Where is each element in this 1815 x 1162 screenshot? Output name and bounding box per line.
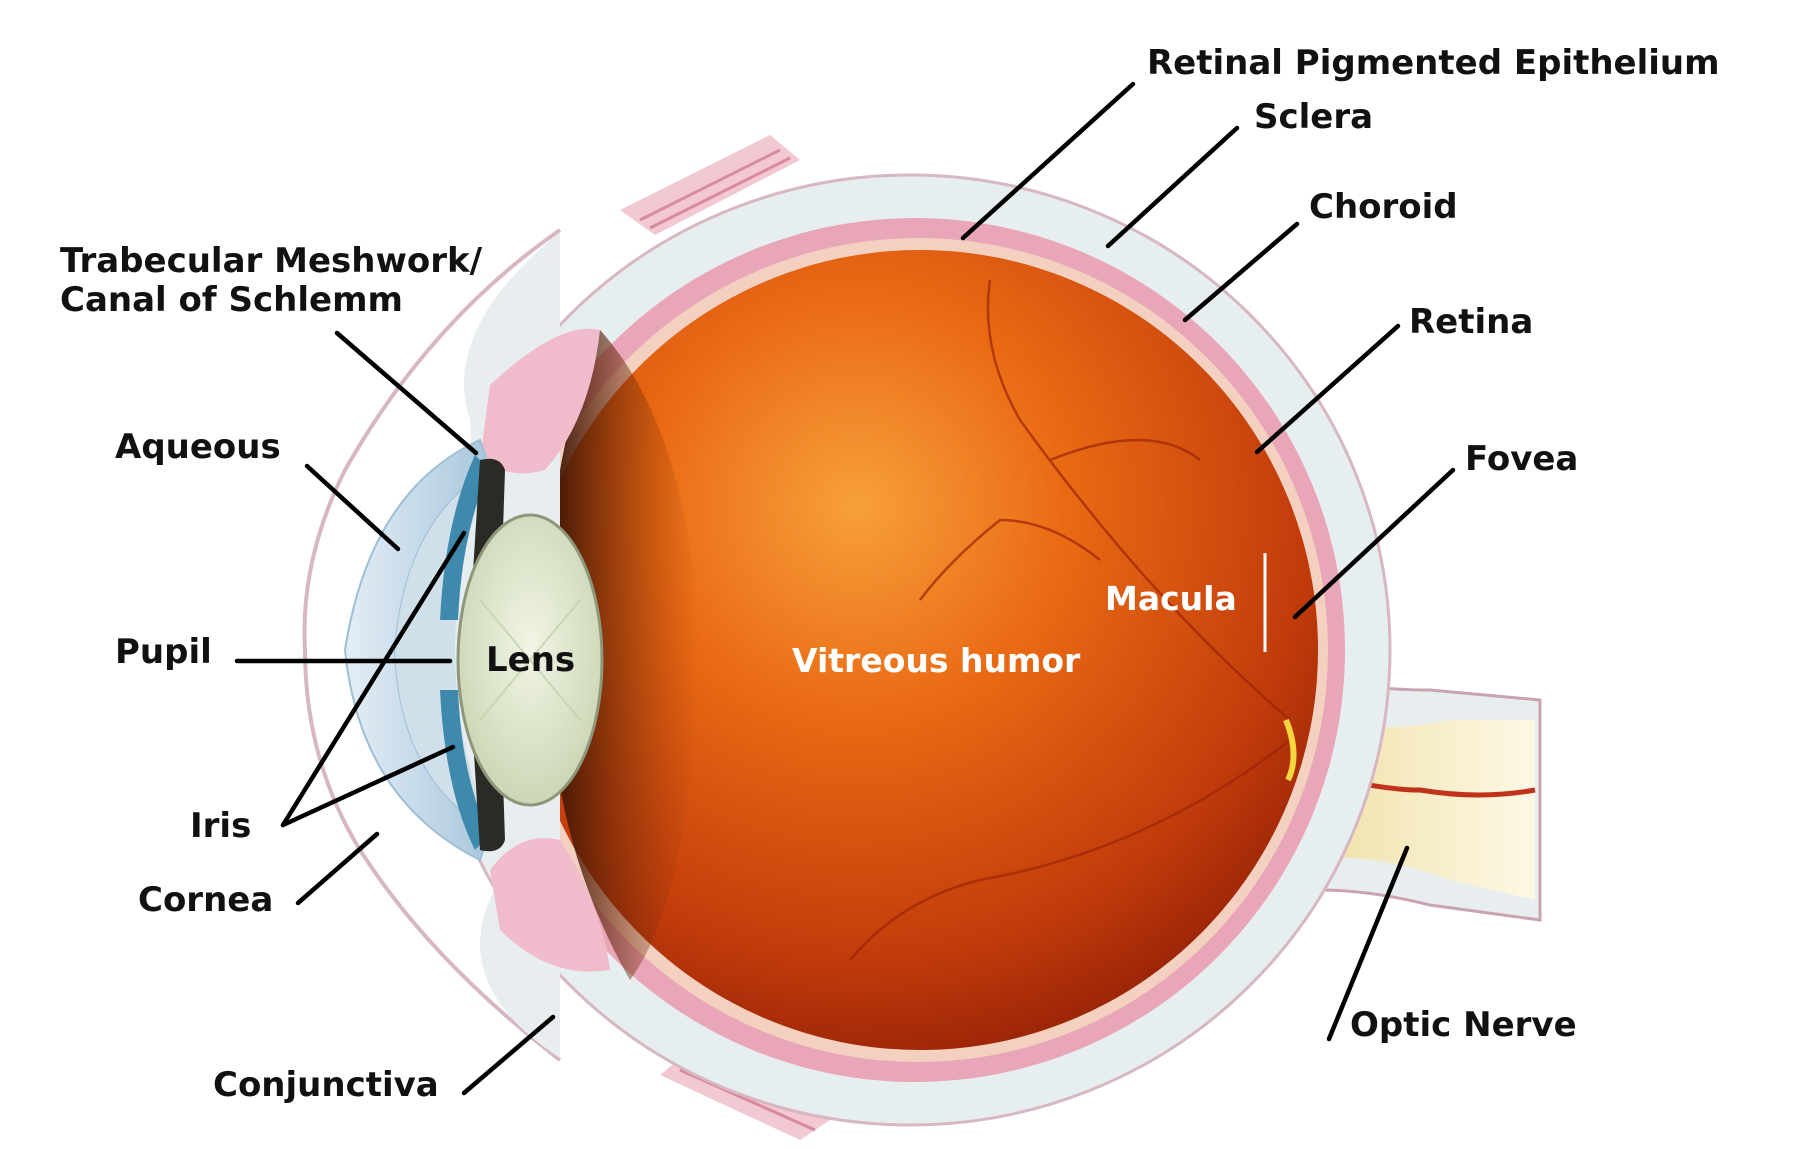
label-trabecular-meshwork: Trabecular Meshwork/	[60, 241, 483, 281]
label-conjunctiva: Conjunctiva	[213, 1065, 439, 1105]
label-macula: Macula	[1105, 579, 1237, 618]
label-fovea: Fovea	[1465, 439, 1578, 479]
leader-cornea	[298, 834, 377, 903]
label-sclera: Sclera	[1254, 97, 1373, 137]
label-aqueous: Aqueous	[115, 427, 281, 467]
label-retina: Retina	[1409, 302, 1533, 342]
label-pupil: Pupil	[115, 632, 212, 672]
label-optic-nerve: Optic Nerve	[1350, 1005, 1577, 1045]
leader-sclera	[1108, 128, 1237, 246]
label-cornea: Cornea	[138, 880, 273, 920]
label-iris: Iris	[190, 806, 251, 846]
label-choroid: Choroid	[1309, 187, 1458, 227]
leader-conjunctiva	[464, 1017, 553, 1093]
label-retinal-pigmented-epithelium: Retinal Pigmented Epithelium	[1147, 43, 1720, 83]
label-lens: Lens	[486, 640, 575, 680]
leader-aqueous	[307, 466, 398, 549]
label-canal-of-schlemm: Canal of Schlemm	[60, 280, 403, 320]
label-vitreous-humor: Vitreous humor	[792, 641, 1081, 680]
